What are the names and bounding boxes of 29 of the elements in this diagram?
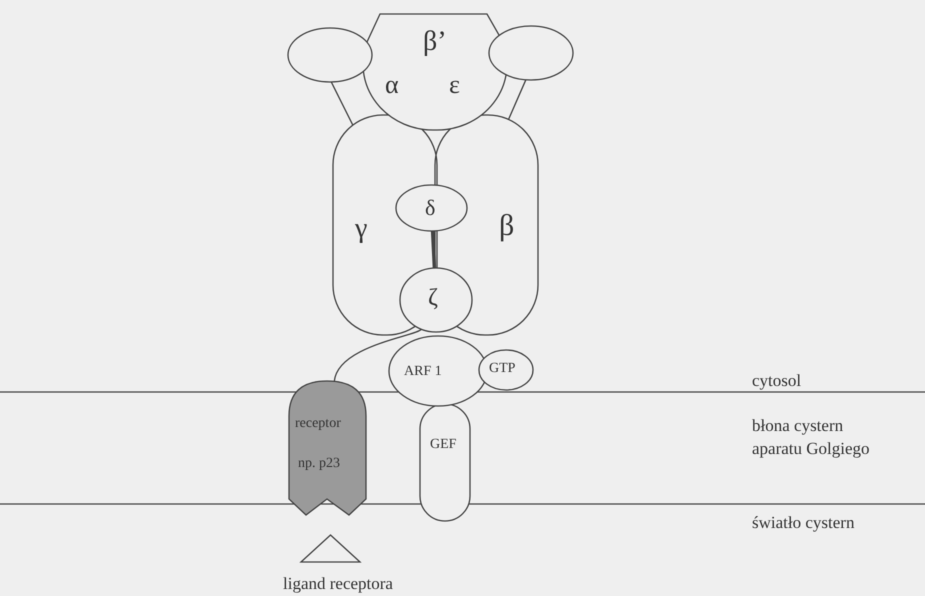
protein-label: receptor (295, 417, 341, 431)
connector-line (508, 79, 526, 120)
connector-line (430, 230, 436, 268)
subunit-oval (288, 28, 372, 82)
region-label: cytosol (752, 370, 802, 392)
region-label: światło cystern (752, 512, 856, 534)
region-label: błona cystern aparatu Golgiego (752, 415, 871, 460)
greek-letter-label: ζ (428, 286, 438, 310)
greek-letter-label: β (499, 211, 514, 241)
protein-oval (479, 350, 533, 390)
subunit-shape (365, 14, 505, 130)
subunit-oval (489, 26, 573, 80)
receptor-shape (289, 381, 366, 515)
subunit-oval (400, 268, 472, 332)
subunit-oval (396, 185, 467, 231)
protein-label: GTP (489, 362, 516, 376)
connector-line (330, 82, 354, 126)
caption-label: ligand receptora (283, 575, 393, 592)
protein-label: np. p23 (298, 457, 340, 471)
greek-letter-label: α (385, 72, 399, 98)
greek-letter-label: β’ (423, 28, 447, 56)
greek-letter-label: γ (355, 215, 368, 243)
greek-letter-label: ε (449, 72, 460, 98)
protein-oval (389, 336, 487, 406)
protein-label: ARF 1 (404, 365, 442, 379)
connector-line (334, 328, 422, 382)
protein-label: GEF (430, 438, 456, 452)
greek-letter-label: δ (425, 197, 436, 219)
protein-shape (420, 404, 470, 521)
